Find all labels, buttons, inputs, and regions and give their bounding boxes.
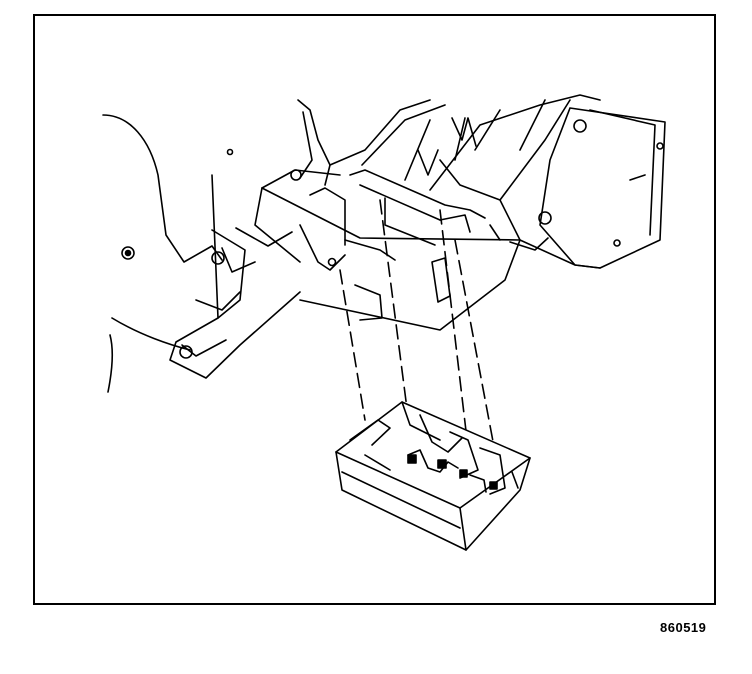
hole-icon (613, 239, 621, 247)
connector-pin-icon (407, 454, 417, 464)
connector-pin-icon (437, 459, 447, 469)
electronic-control-module (335, 401, 531, 551)
installation-guide-lines (339, 199, 496, 453)
figure-id-label: 860519 (660, 620, 707, 635)
bolt-icon (179, 345, 193, 359)
bolt-icon (573, 119, 587, 133)
right-bracket (509, 107, 666, 269)
hole-icon (656, 142, 664, 150)
left-panel (102, 114, 234, 393)
mounting-tab (290, 99, 346, 271)
module-bracket (344, 169, 501, 321)
bolt-icon (538, 211, 552, 225)
hole-icon (327, 257, 337, 267)
lower-bracket (169, 174, 301, 379)
connector-pin-icon (459, 469, 468, 478)
connector-pin-icon (489, 481, 498, 490)
hole-icon (226, 148, 234, 156)
bolt-icon (211, 251, 225, 265)
bolt-icon (290, 169, 302, 181)
bolt-icon (121, 246, 135, 260)
